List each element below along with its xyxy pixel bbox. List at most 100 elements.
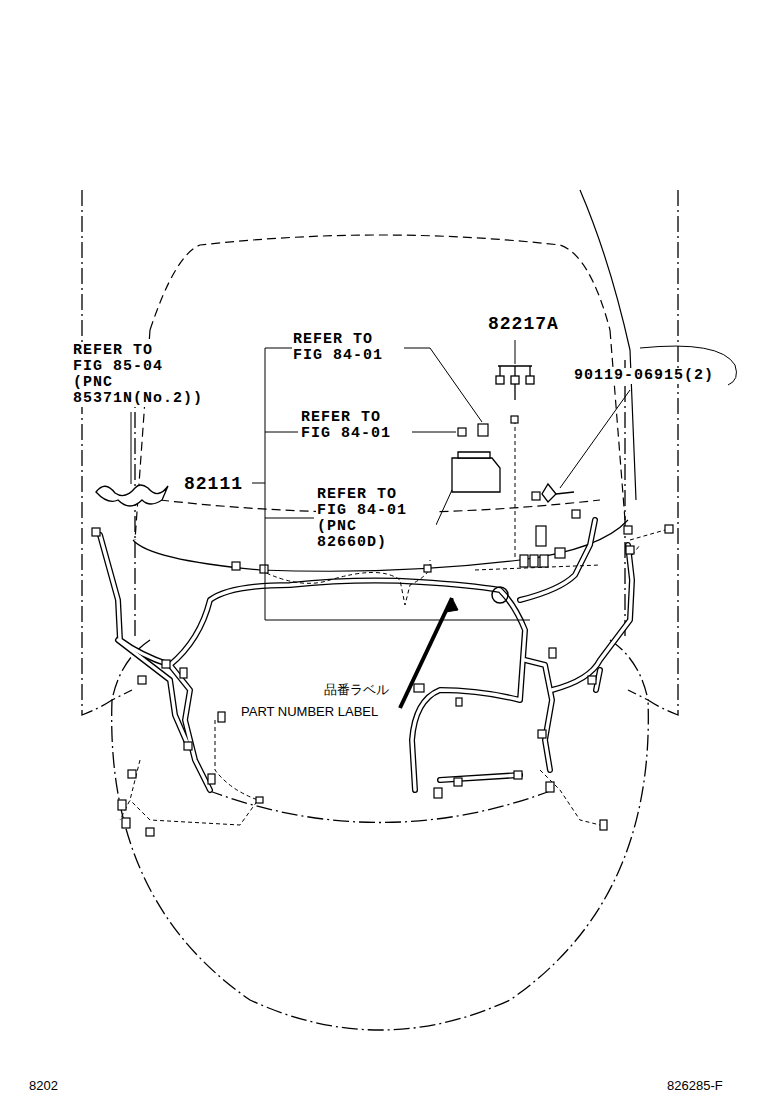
connectors (414, 684, 424, 692)
connectors (546, 782, 554, 792)
connectors (260, 565, 268, 573)
leader-lines (515, 340, 516, 364)
reference-note: REFER TO FIG 84-01 (300, 410, 412, 442)
components (511, 376, 519, 384)
leader-lines (252, 483, 265, 484)
connectors (572, 510, 580, 518)
sub-wires (540, 770, 600, 825)
connectors (549, 648, 556, 658)
reference-note: REFER TO FIG 85-04 (PNC 85371N(No.2)) (72, 343, 192, 407)
connectors (180, 668, 187, 678)
leader-lines (436, 490, 452, 525)
wire-harness (552, 545, 632, 690)
connectors (424, 565, 431, 572)
wire-harness (118, 640, 188, 745)
sub-wires (430, 420, 600, 570)
wire-harness (170, 581, 525, 790)
wire-harness (525, 660, 552, 770)
car-outline (112, 700, 649, 1030)
connectors (122, 818, 130, 828)
components (96, 485, 168, 506)
connectors (600, 820, 607, 830)
connectors (520, 555, 528, 567)
connectors (256, 797, 263, 803)
wire-harness (552, 545, 632, 690)
connectors (458, 428, 466, 436)
leader-lines (265, 348, 530, 620)
components (526, 376, 534, 384)
wire-harness (100, 520, 632, 790)
leader-lines (131, 412, 132, 484)
connectors (536, 526, 546, 546)
connectors (665, 525, 673, 533)
reference-note: REFER TO FIG 84-01 (292, 332, 404, 364)
figure-code: 8202 (28, 1078, 59, 1094)
connectors (530, 555, 538, 567)
cowl-line (133, 190, 636, 571)
connectors (92, 528, 100, 536)
car-outline (82, 190, 678, 1030)
reference-note: REFER TO FIG 84-01 (PNC 82660D) (316, 487, 436, 551)
connectors (511, 416, 518, 423)
connectors (184, 742, 192, 750)
figure-code: 826285-F (666, 1078, 724, 1094)
part-number: 82111 (183, 474, 244, 494)
connectors (624, 526, 632, 534)
leader-lines (265, 518, 314, 519)
components (452, 458, 500, 492)
components (458, 452, 490, 458)
connectors (478, 424, 488, 436)
wire-harness (492, 587, 508, 603)
connectors (218, 712, 225, 722)
cowl-line (580, 190, 636, 500)
wire-harness (520, 520, 595, 600)
label-note: 品番ラベル (323, 682, 390, 698)
car-outline (207, 790, 553, 823)
sub-wires (260, 565, 430, 605)
connectors (540, 555, 548, 567)
leader-lines (400, 598, 452, 708)
leader-lines (446, 598, 458, 612)
sub-wires (120, 760, 140, 820)
connectors (588, 676, 596, 684)
label-note: PART NUMBER LABEL (240, 704, 379, 720)
sub-wires (630, 530, 665, 555)
connectors (146, 828, 154, 836)
connectors (538, 730, 546, 738)
part-number: 90119-06915(2) (573, 368, 715, 384)
car-outline (82, 190, 132, 715)
components (556, 492, 574, 494)
wire-harness (100, 520, 632, 790)
connectors (555, 548, 565, 558)
connectors (232, 562, 240, 570)
car-outline (628, 190, 678, 715)
components (496, 376, 504, 384)
connectors (208, 774, 215, 784)
wire-harness (520, 520, 595, 600)
connectors (128, 770, 136, 778)
wire-harness (100, 520, 632, 790)
connectors (626, 546, 634, 554)
part-number: 82217A (487, 314, 560, 334)
wire-harness (170, 581, 525, 790)
wire-harness (525, 660, 552, 770)
connectors (434, 788, 442, 798)
connectors (514, 771, 522, 779)
sub-wires (130, 720, 258, 825)
wire-harness (440, 775, 520, 780)
connectors (162, 660, 170, 668)
leader-lines (410, 432, 456, 433)
wire-harness (440, 775, 520, 780)
connectors (118, 800, 126, 810)
wire-harness (100, 535, 210, 790)
wire-harness (100, 535, 210, 790)
connectors (532, 492, 540, 500)
connectors (456, 698, 462, 706)
leader-lines (131, 340, 736, 708)
connectors (454, 778, 462, 786)
leader-lines (265, 432, 298, 433)
leader-lines (560, 390, 630, 488)
sub-wires (120, 420, 665, 825)
components (542, 484, 556, 502)
